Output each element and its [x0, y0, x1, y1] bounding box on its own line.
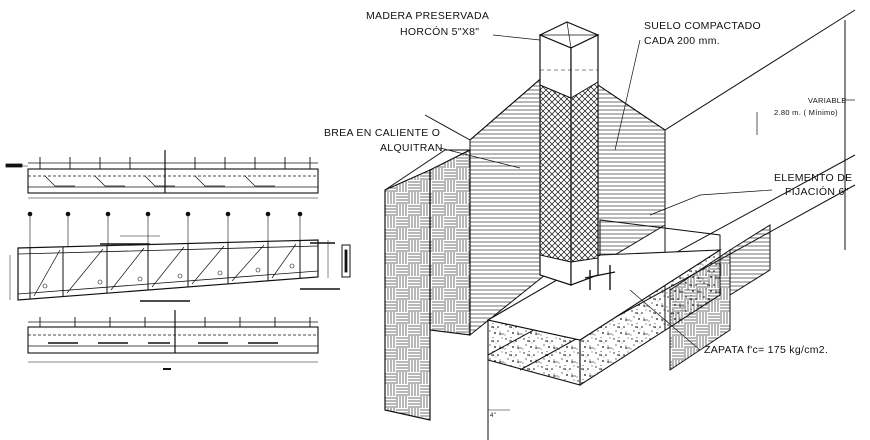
- isometric-foundation-detail: [384, 9, 856, 440]
- top-elevation-drawing: [5, 150, 319, 199]
- elemento-label-line2: FIJACIÓN 6": [785, 186, 849, 198]
- variable-label-line2: 2.80 m. ( Mínimo): [774, 108, 838, 117]
- suelo-label-line2: CADA 200 mm.: [644, 35, 720, 47]
- bottom-elevation-drawing: [27, 310, 319, 370]
- elemento-label-line1: ELEMENTO DE: [774, 172, 853, 184]
- madera-label-line1: MADERA PRESERVADA: [366, 10, 490, 22]
- zapata-label: ZAPATA f'c= 175 kg/cm2.: [704, 344, 829, 356]
- suelo-label-line1: SUELO COMPACTADO: [644, 20, 762, 32]
- variable-label-line1: VARIABLE: [808, 96, 847, 105]
- dimension-4-label: 4": [490, 413, 497, 419]
- madera-label-line2: HORCÓN 5"X8": [400, 26, 480, 38]
- brea-label-line2: ALQUITRAN: [380, 142, 443, 154]
- middle-elevation-drawing: [9, 211, 351, 302]
- brea-label-line1: BREA EN CALIENTE O: [324, 127, 441, 139]
